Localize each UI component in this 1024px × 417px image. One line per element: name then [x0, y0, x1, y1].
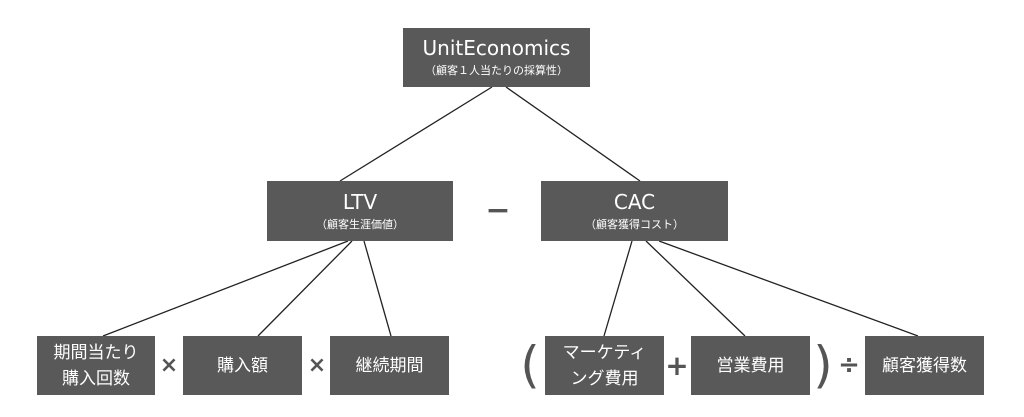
ltv-subtitle: （顧客生涯価値）: [316, 217, 404, 231]
marketing-cost-line2: ング費用: [570, 368, 639, 389]
continuation-period-label: 継続期間: [355, 355, 424, 376]
ltv-title: LTV: [342, 189, 378, 214]
cac-title: CAC: [613, 189, 656, 214]
divide-operator: ÷: [838, 350, 860, 380]
cac-to-customers-acquired-line: [658, 240, 919, 337]
plus-operator: +: [665, 348, 689, 382]
minus-operator: −: [485, 192, 511, 228]
ltv-box: LTV （顧客生涯価値）: [267, 181, 453, 241]
continuation-period-box: 継続期間: [330, 336, 449, 395]
purchase-amount-label: 購入額: [217, 355, 268, 376]
root-to-ltv-line: [339, 86, 493, 182]
close-parenthesis: ): [813, 336, 833, 394]
period-purchases-line1: 期間当たり: [53, 342, 139, 363]
cac-subtitle: （顧客獲得コスト）: [585, 217, 684, 231]
unit-economics-subtitle: （顧客１人当たりの採算性）: [425, 64, 568, 77]
customers-acquired-label: 顧客獲得数: [882, 355, 967, 376]
period-purchases-box: 期間当たり 購入回数: [37, 336, 155, 395]
marketing-cost-box: マーケティ ング費用: [545, 336, 664, 395]
ltv-to-purchase-amount-line: [257, 240, 353, 337]
period-purchases-line2: 購入回数: [62, 368, 130, 389]
ltv-to-period-purchases-line: [102, 240, 349, 337]
multiply-operator-1: ×: [159, 352, 179, 378]
customers-acquired-box: 顧客獲得数: [865, 336, 984, 395]
multiply-operator-2: ×: [307, 352, 327, 378]
marketing-cost-line1: マーケティ: [562, 342, 647, 363]
sales-cost-box: 営業費用: [691, 336, 810, 395]
cac-to-sales-cost-line: [645, 240, 746, 337]
cac-to-marketing-line: [603, 240, 633, 337]
open-parenthesis: (: [520, 336, 540, 394]
unit-economics-box: UnitEconomics （顧客１人当たりの採算性）: [403, 28, 590, 87]
sales-cost-label: 営業費用: [716, 355, 785, 376]
cac-box: CAC （顧客獲得コスト）: [541, 181, 728, 241]
root-to-cac-line: [505, 86, 641, 182]
purchase-amount-box: 購入額: [183, 336, 302, 395]
unit-economics-title: UnitEconomics: [422, 36, 571, 60]
ltv-to-continuation-period-line: [363, 240, 392, 337]
